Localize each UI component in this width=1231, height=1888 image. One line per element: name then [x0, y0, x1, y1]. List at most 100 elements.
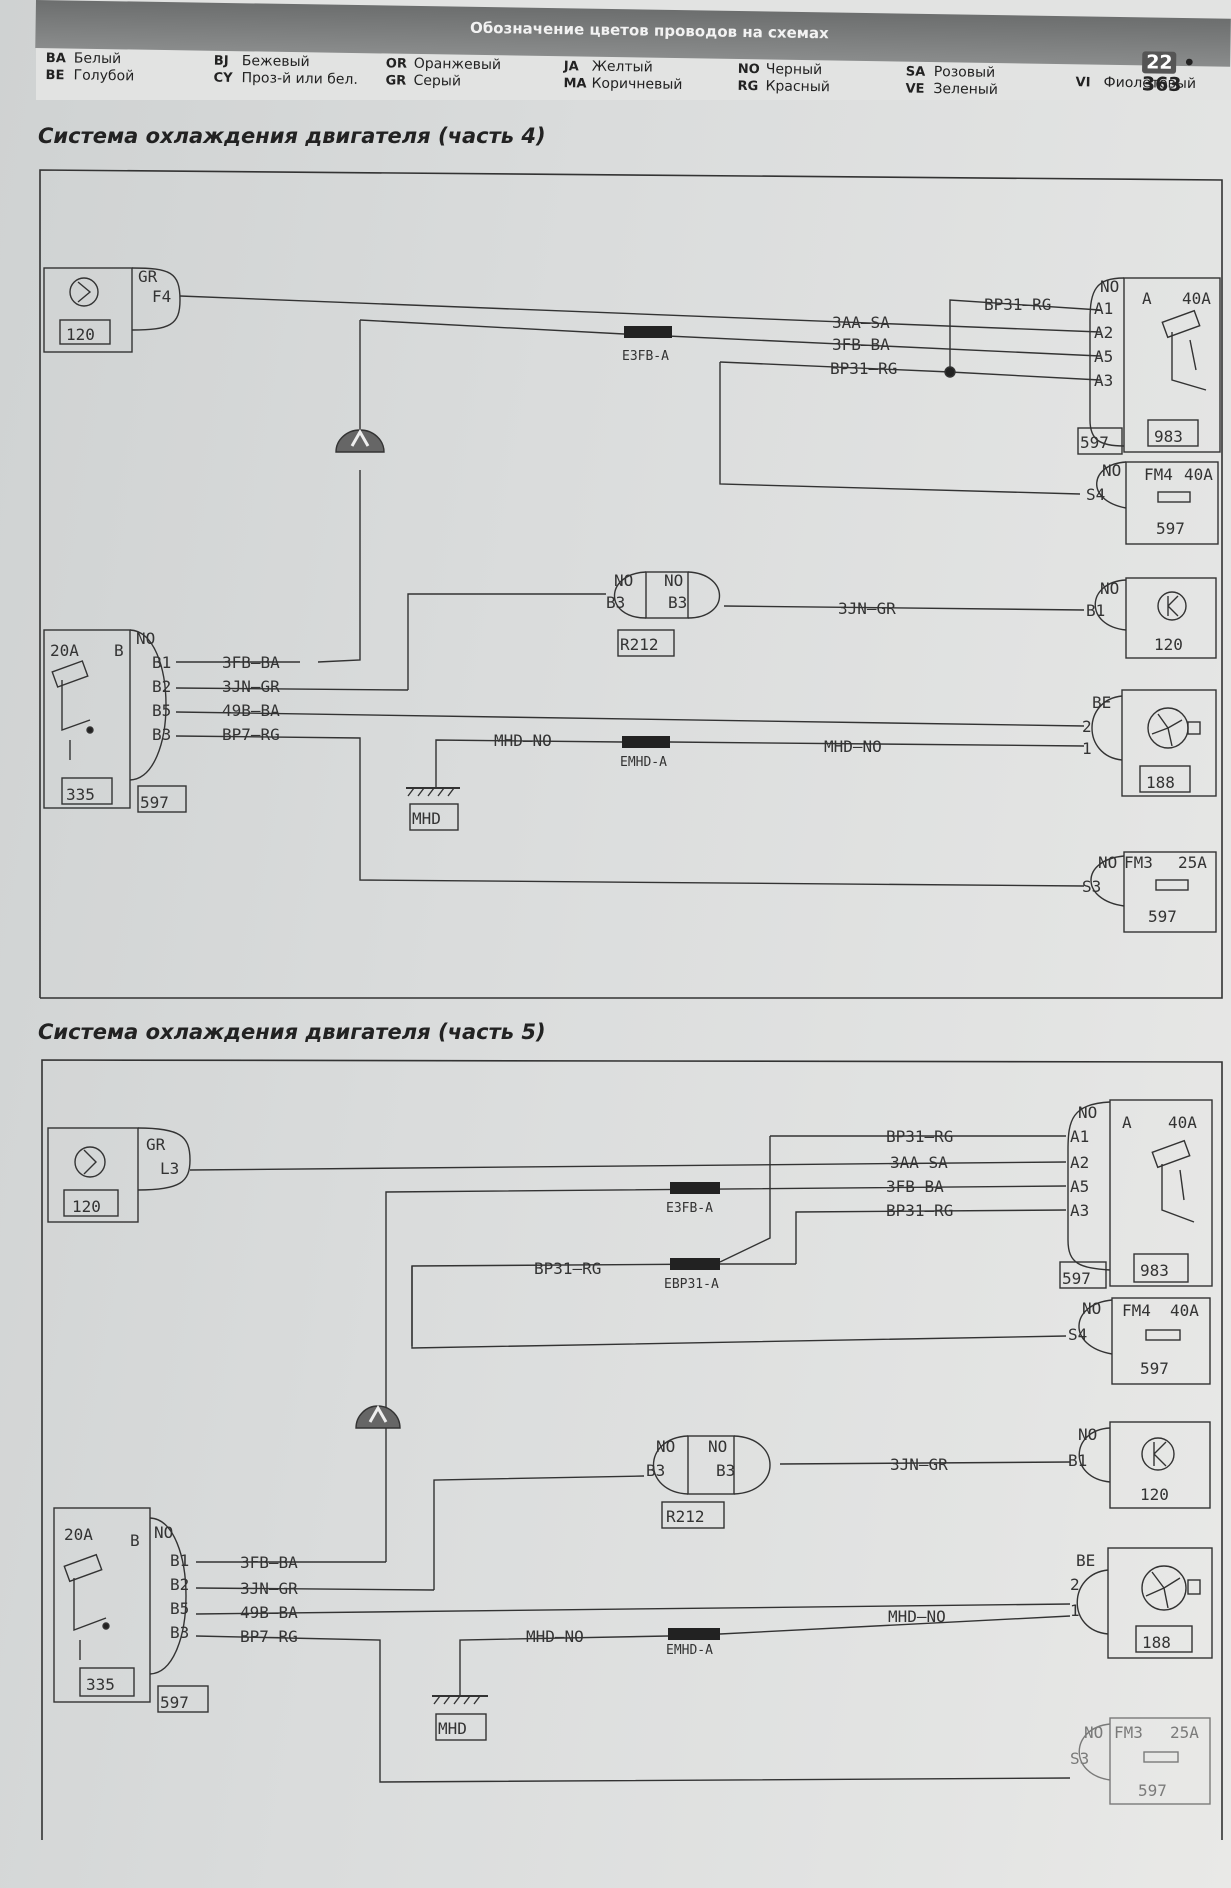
- svg-text:B3: B3: [716, 1461, 735, 1480]
- svg-text:2: 2: [1070, 1575, 1080, 1594]
- svg-text:BP31—RG: BP31—RG: [886, 1127, 953, 1146]
- label-gr: GR: [138, 267, 158, 286]
- svg-text:MHD: MHD: [438, 1719, 467, 1738]
- label-120: 120: [66, 325, 95, 344]
- svg-text:A2: A2: [1094, 323, 1113, 342]
- svg-text:B2: B2: [170, 1575, 189, 1594]
- svg-text:B1: B1: [170, 1551, 189, 1570]
- ground-point-icon: [355, 1404, 401, 1429]
- svg-text:E3FB-A: E3FB-A: [666, 1201, 713, 1216]
- section-title-part5: Система охлаждения двигателя (часть 5): [38, 1020, 546, 1044]
- svg-text:FM4: FM4: [1144, 465, 1173, 484]
- svg-text:983: 983: [1154, 427, 1183, 446]
- svg-text:597: 597: [1140, 1359, 1169, 1378]
- svg-text:NO: NO: [1100, 579, 1119, 598]
- svg-text:188: 188: [1146, 773, 1175, 792]
- svg-text:B: B: [130, 1531, 140, 1550]
- splice-ebp31: [670, 1258, 720, 1270]
- fuse-fm3: NO S3 FM3 25A 597: [1082, 851, 1217, 933]
- relay-983: NO A1 A2 A5 A3 A 40A 597 983: [1059, 1099, 1213, 1289]
- svg-text:3FB—BA: 3FB—BA: [886, 1177, 944, 1196]
- wire-bp31-label: BP31—RG: [830, 359, 897, 378]
- svg-text:NO: NO: [136, 629, 155, 648]
- diagram-part5: 120 GR L3 3AA—SA BP31—RG E3FB-A 3FB—BA B…: [41, 1059, 1223, 1840]
- svg-text:A5: A5: [1070, 1177, 1089, 1196]
- svg-text:25A: 25A: [1170, 1723, 1199, 1742]
- connector-r212: NO NO B3 B3 R212: [606, 571, 721, 657]
- splice-emhd: [622, 736, 670, 748]
- svg-text:BP31—RG: BP31—RG: [534, 1259, 601, 1278]
- svg-text:S3: S3: [1082, 877, 1101, 896]
- svg-text:40A: 40A: [1184, 465, 1213, 484]
- svg-text:40A: 40A: [1168, 1113, 1197, 1132]
- svg-text:597: 597: [1080, 433, 1109, 452]
- svg-text:B5: B5: [152, 701, 171, 720]
- svg-text:B1: B1: [1068, 1451, 1087, 1470]
- svg-text:BP7—RG: BP7—RG: [222, 725, 280, 744]
- svg-text:40A: 40A: [1182, 289, 1211, 308]
- svg-text:3AA—SA: 3AA—SA: [890, 1153, 948, 1172]
- svg-text:597: 597: [1156, 519, 1185, 538]
- fan-motor-188: BE 2 1 188: [1070, 1547, 1213, 1659]
- svg-text:A: A: [1122, 1113, 1132, 1132]
- svg-text:S4: S4: [1086, 485, 1105, 504]
- svg-text:S3: S3: [1070, 1749, 1089, 1768]
- svg-text:S4: S4: [1068, 1325, 1087, 1344]
- svg-text:A: A: [1142, 289, 1152, 308]
- svg-text:335: 335: [86, 1675, 115, 1694]
- svg-text:49B—BA: 49B—BA: [222, 701, 280, 720]
- svg-text:3JN—GR: 3JN—GR: [890, 1455, 948, 1474]
- svg-text:3FB—BA: 3FB—BA: [240, 1553, 298, 1572]
- fuse-fm4: NO S4 FM4 40A 597: [1086, 461, 1219, 545]
- svg-text:R212: R212: [620, 635, 659, 654]
- wire-bp31-upper-label: BP31—RG: [984, 295, 1051, 314]
- svg-text:597: 597: [160, 1693, 189, 1712]
- svg-text:NO: NO: [656, 1437, 675, 1456]
- svg-text:25A: 25A: [1178, 853, 1207, 872]
- svg-text:B2: B2: [152, 677, 171, 696]
- splice-e3fb: [670, 1182, 720, 1194]
- svg-text:MHD: MHD: [412, 809, 441, 828]
- svg-text:NO: NO: [1082, 1299, 1101, 1318]
- svg-text:NO: NO: [664, 571, 683, 590]
- svg-text:MHD—NO: MHD—NO: [526, 1627, 584, 1646]
- component-120-right: NO B1 120: [1086, 577, 1217, 659]
- splice-e3fb: [624, 326, 672, 338]
- svg-text:597: 597: [1148, 907, 1177, 926]
- svg-text:NO: NO: [1098, 853, 1117, 872]
- svg-text:B3: B3: [668, 593, 687, 612]
- label-f4: F4: [152, 287, 171, 306]
- svg-text:A1: A1: [1094, 299, 1113, 318]
- fan-motor-188: BE 2 1 188: [1082, 689, 1217, 797]
- svg-text:1: 1: [1070, 1601, 1080, 1620]
- ground-mhd: MHD: [432, 1635, 669, 1741]
- svg-text:B1: B1: [152, 653, 171, 672]
- svg-text:MHD—NO: MHD—NO: [888, 1607, 946, 1626]
- ground-mhd: MHD: [406, 739, 623, 831]
- svg-text:NO: NO: [1100, 277, 1119, 296]
- svg-text:49B—BA: 49B—BA: [240, 1603, 298, 1622]
- svg-text:B3: B3: [646, 1461, 665, 1480]
- connector-r212: NO NO B3 B3 R212: [646, 1435, 771, 1529]
- svg-text:B3: B3: [152, 725, 171, 744]
- svg-text:NO: NO: [614, 571, 633, 590]
- svg-text:MHD—NO: MHD—NO: [824, 737, 882, 756]
- wire-3aa-label: 3AA—SA: [832, 313, 890, 332]
- svg-text:NO: NO: [1084, 1723, 1103, 1742]
- svg-text:EMHD-A: EMHD-A: [620, 755, 667, 770]
- component-120-right: NO B1 120: [1068, 1421, 1211, 1509]
- splice-emhd: [668, 1628, 720, 1640]
- svg-text:20A: 20A: [64, 1525, 93, 1544]
- svg-text:L3: L3: [160, 1159, 179, 1178]
- svg-text:A3: A3: [1094, 371, 1113, 390]
- svg-text:B3: B3: [170, 1623, 189, 1642]
- section-title-part4: Система охлаждения двигателя (часть 4): [38, 124, 546, 148]
- svg-text:GR: GR: [146, 1135, 166, 1154]
- svg-text:B1: B1: [1086, 601, 1105, 620]
- svg-text:188: 188: [1142, 1633, 1171, 1652]
- component-120-switch: 120 GR F4: [43, 267, 181, 353]
- svg-text:EBP31-A: EBP31-A: [664, 1277, 719, 1292]
- svg-text:A1: A1: [1070, 1127, 1089, 1146]
- svg-text:BE: BE: [1092, 693, 1111, 712]
